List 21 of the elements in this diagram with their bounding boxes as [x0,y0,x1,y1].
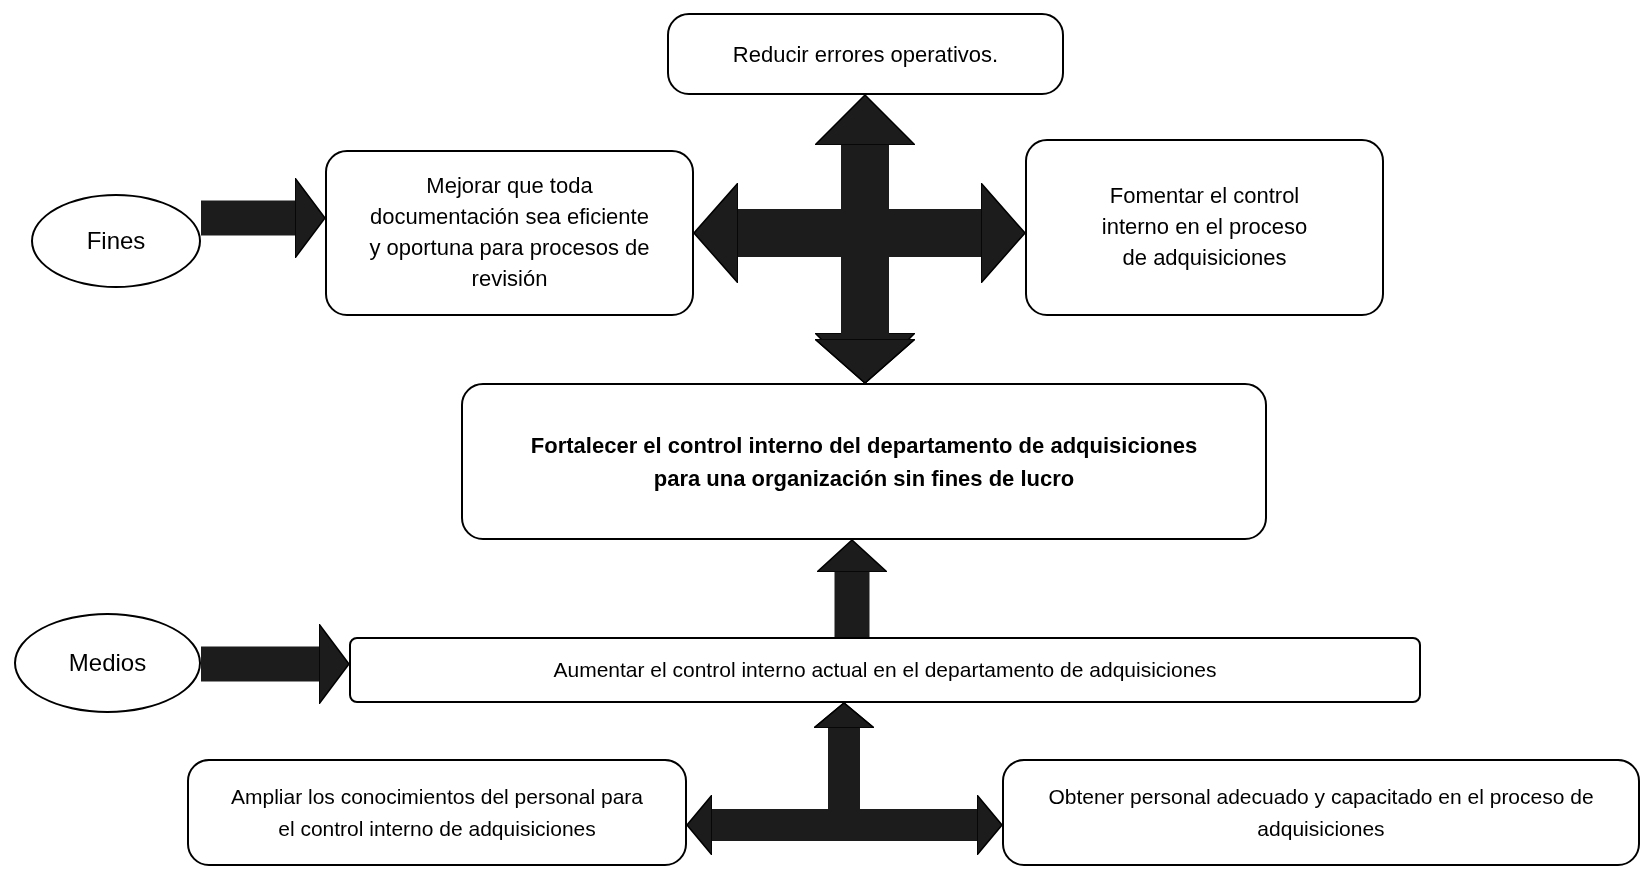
process-box [461,383,1267,540]
block-arrow [201,623,350,705]
block-arrow [813,702,1003,856]
process-box [1025,139,1384,316]
node-text: Fortalecer el control interno del departamento de adquisiciones para una organización sin fines de lucro [529,431,1199,493]
process-box [1002,759,1640,866]
node-text: Reducir errores operativos. [732,40,999,69]
node-text: Obtener personal adecuado y capacitado en el proceso de adquisiciones [1047,784,1595,842]
node-text: Mejorar que toda documentación sea eficiente y oportuna para procesos de revisión [368,172,651,293]
process-box [349,637,1421,703]
block-arrow [201,177,326,259]
block-arrow [814,182,1026,384]
node-text: Medios [68,648,147,678]
node-text: Fomentar el control interno en el proceso de adquisiciones [1100,182,1309,272]
node-text: Aumentar el control interno actual en el departamento de adquisiciones [553,657,1217,684]
process-box [187,759,687,866]
node-text: Ampliar los conocimientos del personal para el control interno de adquisiciones [229,784,644,842]
process-box [667,13,1064,95]
process-box [325,150,694,316]
node-text: Fines [86,226,146,256]
block-arrow [816,539,888,637]
